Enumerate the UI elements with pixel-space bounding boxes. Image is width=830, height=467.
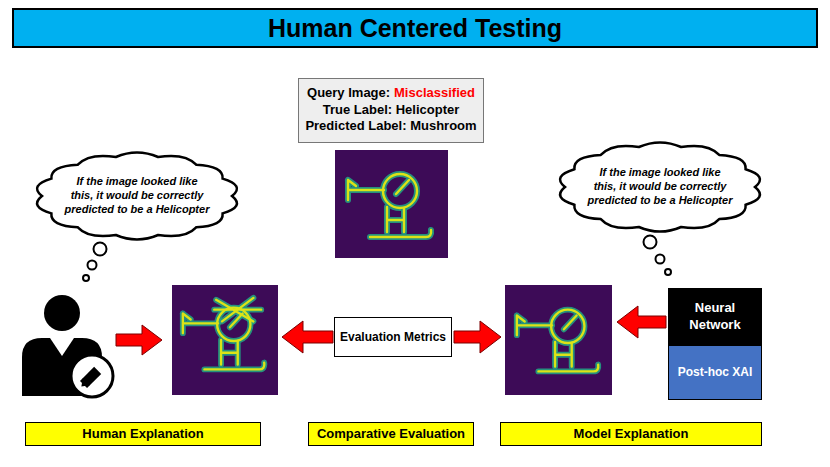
text-row: If the image looked like this, it would … bbox=[587, 166, 733, 207]
red-arrow bbox=[617, 306, 666, 338]
text-group: If the image looked like this, it would … bbox=[64, 175, 210, 216]
person-head bbox=[44, 295, 80, 331]
helicopter-glow bbox=[348, 174, 431, 237]
node-text: Neural Network bbox=[689, 300, 740, 331]
rotor-sketch bbox=[214, 298, 261, 322]
node-text: If the image looked like this, it would … bbox=[588, 166, 733, 206]
node-text: If the image looked like this, it would … bbox=[65, 175, 210, 215]
model-explanation-image bbox=[505, 285, 612, 395]
title-bar: Human Centered Testing bbox=[12, 8, 818, 48]
helicopter-sketch bbox=[183, 308, 264, 370]
query-image bbox=[335, 150, 448, 258]
text-row: Predicted Label: Mushroom bbox=[305, 118, 476, 135]
person-icon bbox=[22, 295, 113, 397]
text-row: Comparative Evaluation bbox=[317, 426, 465, 442]
node-text: Model Explanation bbox=[574, 426, 689, 441]
image-ground bbox=[172, 285, 278, 395]
node-text: Comparative Evaluation bbox=[317, 426, 465, 441]
pencil-symbol bbox=[78, 367, 101, 390]
section-label: Human Explanation bbox=[25, 422, 261, 446]
cloud-shape bbox=[560, 142, 760, 231]
network-box: Neural Network bbox=[668, 288, 762, 345]
thought-dots bbox=[83, 236, 671, 282]
node-text: Post-hoc XAI bbox=[678, 365, 753, 379]
thought-cloud: If the image looked like this, it would … bbox=[557, 138, 763, 236]
person-collar bbox=[50, 338, 74, 356]
red-arrow bbox=[116, 325, 162, 355]
red-arrow bbox=[454, 321, 501, 353]
text-group: Comparative Evaluation bbox=[317, 426, 465, 442]
text-group: Post-hoc XAI bbox=[675, 365, 755, 380]
text-row: Neural Network bbox=[675, 300, 755, 333]
text-group: If the image looked like this, it would … bbox=[587, 166, 733, 207]
node-text: Human Explanation bbox=[82, 426, 203, 441]
helicopter-sketch bbox=[348, 174, 431, 237]
cloud-shape bbox=[37, 153, 237, 240]
helicopter-sketch bbox=[517, 310, 598, 372]
title-text: Human Centered Testing bbox=[268, 14, 562, 43]
node-text: Evaluation Metrics bbox=[340, 330, 446, 344]
human-explanation-image bbox=[172, 285, 278, 395]
text-group: Human Explanation bbox=[82, 426, 203, 442]
xai-box: Post-hoc XAI bbox=[668, 345, 762, 400]
query-info-box: Query Image: MisclassifiedTrue Label: Hel… bbox=[298, 78, 484, 143]
node-text: True Label: Helicopter bbox=[323, 102, 460, 117]
image-ground bbox=[505, 285, 612, 395]
node-text: Query Image: bbox=[307, 85, 390, 100]
metrics-box: Evaluation Metrics bbox=[334, 317, 452, 357]
pencil-badge bbox=[71, 355, 113, 397]
node-text: Predicted Label: Mushroom bbox=[305, 118, 476, 133]
text-group: Evaluation Metrics bbox=[340, 330, 446, 344]
image-ground bbox=[335, 150, 448, 258]
text-row: If the image looked like this, it would … bbox=[64, 175, 210, 216]
node-text: Misclassified bbox=[394, 85, 475, 100]
red-arrow bbox=[282, 321, 333, 353]
helicopter-glow bbox=[517, 310, 598, 372]
thought-cloud: If the image looked like this, it would … bbox=[34, 148, 240, 244]
text-row: Model Explanation bbox=[574, 426, 689, 442]
text-row: True Label: Helicopter bbox=[305, 102, 476, 119]
text-row: Human Explanation bbox=[82, 426, 203, 442]
text-row: Post-hoc XAI bbox=[675, 365, 755, 380]
text-row: Evaluation Metrics bbox=[340, 330, 446, 344]
text-group: Query Image: MisclassifiedTrue Label: Hel… bbox=[305, 85, 476, 136]
text-row: Query Image: Misclassified bbox=[305, 85, 476, 102]
section-label: Comparative Evaluation bbox=[308, 422, 474, 446]
section-label: Model Explanation bbox=[500, 422, 762, 446]
text-group: Neural Network bbox=[675, 300, 755, 333]
text-group: Model Explanation bbox=[574, 426, 689, 442]
